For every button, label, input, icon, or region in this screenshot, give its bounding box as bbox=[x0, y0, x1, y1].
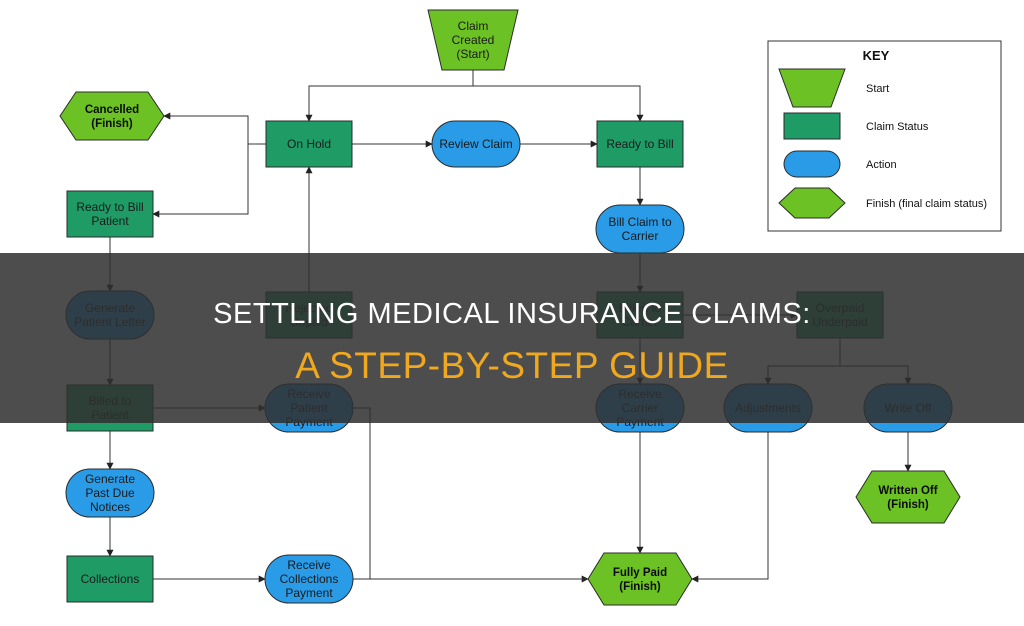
node-fully-paid-label: (Finish) bbox=[619, 581, 661, 593]
node-ready-to-bill-label: Ready to Bill bbox=[606, 137, 673, 151]
node-ready-to-bill: Ready to Bill bbox=[596, 120, 684, 168]
node-cancelled-shape bbox=[59, 91, 165, 141]
node-collections-shape bbox=[66, 555, 154, 603]
legend-title: KEY bbox=[863, 48, 890, 63]
node-generate-past-due-shape bbox=[65, 468, 155, 518]
node-ready-to-bill-shape bbox=[596, 120, 684, 168]
node-bill-claim-to-carrier-label: Carrier bbox=[622, 229, 659, 243]
node-cancelled-label: Cancelled bbox=[85, 104, 139, 116]
edge-on-hold-to-cancelled bbox=[163, 112, 266, 145]
node-receive-collections-payment-label: Collections bbox=[280, 572, 339, 586]
legend-swatch-action bbox=[783, 150, 841, 178]
node-review-claim-shape bbox=[431, 120, 521, 168]
node-fully-paid-label: Fully Paid bbox=[613, 567, 667, 579]
legend-item-start: Start bbox=[778, 68, 889, 108]
node-written-off-label: Written Off bbox=[878, 485, 937, 497]
node-ready-to-bill-patient-label: Patient bbox=[91, 214, 129, 228]
node-written-off-label: (Finish) bbox=[887, 499, 929, 511]
edge-on-hold-to-ready-to-bill-patient bbox=[152, 144, 249, 218]
node-review-claim: Review Claim bbox=[431, 120, 521, 168]
node-cancelled-label: (Finish) bbox=[91, 118, 133, 130]
node-claim-created-label: (Start) bbox=[456, 47, 489, 61]
legend-label-status: Claim Status bbox=[866, 121, 929, 133]
node-cancelled: Cancelled (Finish) bbox=[59, 91, 165, 141]
node-collections-label: Collections bbox=[81, 572, 140, 586]
node-claim-created-label: Claim bbox=[458, 19, 489, 33]
legend-label-finish: Finish (final claim status) bbox=[866, 198, 987, 210]
legend-label-action: Action bbox=[866, 159, 897, 171]
node-claim-created-label: Created bbox=[452, 33, 495, 47]
legend-swatch-finish bbox=[778, 187, 846, 219]
edge-claim-created-to-on-hold bbox=[305, 70, 474, 122]
node-collections: Collections bbox=[66, 555, 154, 603]
node-receive-collections-payment-shape bbox=[264, 554, 354, 604]
node-written-off: Written Off (Finish) bbox=[855, 470, 961, 524]
node-generate-past-due-label: Past Due bbox=[85, 486, 135, 500]
node-generate-past-due-label: Notices bbox=[90, 500, 130, 514]
node-on-hold-shape bbox=[265, 120, 353, 168]
node-written-off-shape bbox=[855, 470, 961, 524]
edge-adjustments-to-fully-paid bbox=[691, 432, 769, 583]
node-ready-to-bill-patient-label: Ready to Bill bbox=[76, 200, 143, 214]
legend-item-action: Action bbox=[783, 150, 897, 178]
node-review-claim-label: Review Claim bbox=[439, 137, 512, 151]
banner-title: SETTLING MEDICAL INSURANCE CLAIMS: bbox=[213, 298, 811, 330]
legend-item-finish: Finish (final claim status) bbox=[778, 187, 987, 219]
banner-subtitle: A STEP-BY-STEP GUIDE bbox=[295, 345, 729, 386]
legend-swatch-status bbox=[783, 112, 841, 140]
legend-swatch-start bbox=[778, 68, 846, 108]
node-receive-collections-payment-label: Payment bbox=[285, 586, 333, 600]
node-fully-paid-shape bbox=[587, 552, 693, 606]
legend-item-status: Claim Status bbox=[783, 112, 929, 140]
node-ready-to-bill-patient-shape bbox=[66, 190, 154, 238]
edge-claim-created-to-ready-to-bill bbox=[473, 85, 644, 122]
title-banner bbox=[0, 253, 1024, 423]
node-bill-claim-to-carrier-label: Bill Claim to bbox=[608, 215, 672, 229]
node-claim-created-shape bbox=[427, 9, 519, 71]
node-on-hold: On Hold bbox=[265, 120, 353, 168]
legend-label-start: Start bbox=[866, 83, 889, 95]
node-fully-paid: Fully Paid (Finish) bbox=[587, 552, 693, 606]
node-generate-past-due-label: Generate bbox=[85, 472, 135, 486]
node-on-hold-label: On Hold bbox=[287, 137, 331, 151]
edge-receive-patient-to-fully-paid bbox=[353, 407, 589, 583]
node-receive-collections-payment-label: Receive bbox=[287, 558, 331, 572]
